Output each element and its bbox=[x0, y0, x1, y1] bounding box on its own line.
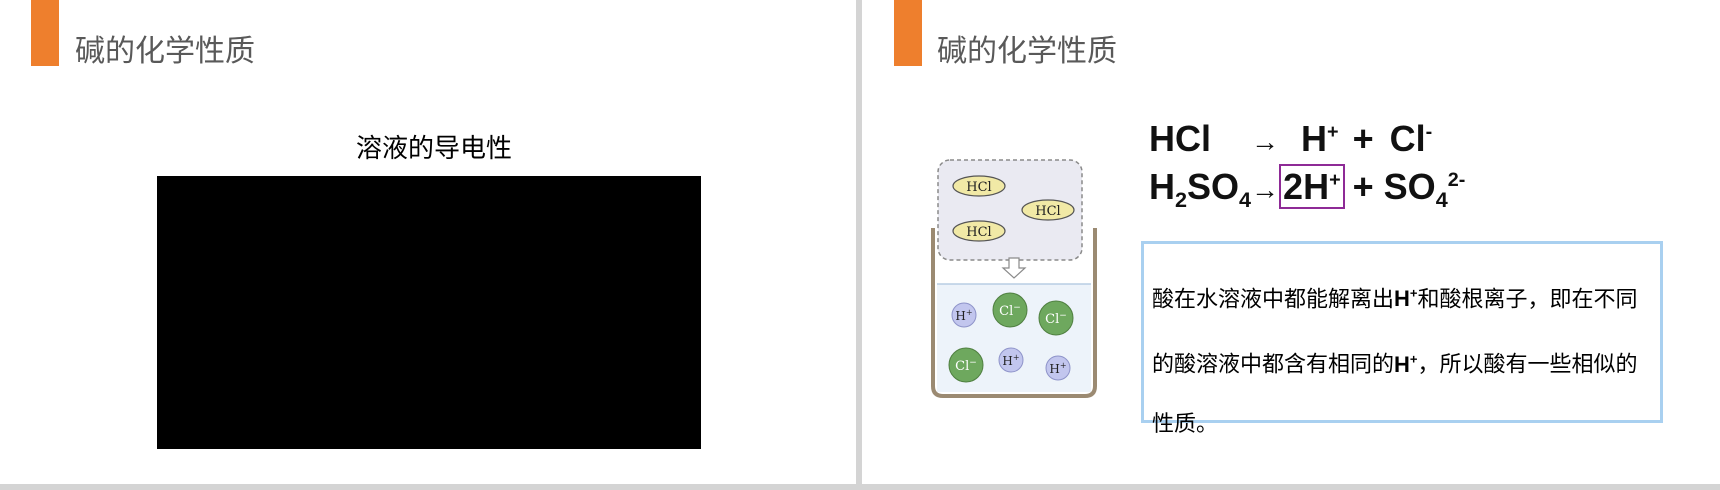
hcl-molecule: HCl bbox=[952, 220, 1006, 242]
hcl-molecule: HCl bbox=[1021, 199, 1075, 221]
svg-text:Cl−: Cl− bbox=[999, 303, 1021, 319]
chloride-ion: Cl− bbox=[948, 347, 984, 383]
arrow: → bbox=[1251, 126, 1279, 157]
ionization-equation-hcl: HCl → H+ + Cl- bbox=[1149, 118, 1432, 160]
svg-text:HCl: HCl bbox=[1035, 204, 1060, 219]
explanation-box: 酸在水溶液中都能解离出H+和酸根离子，即在不同的酸溶液中都含有相同的H+，所以酸… bbox=[1141, 241, 1663, 437]
reactant: HCl bbox=[1149, 118, 1211, 159]
left-slide: 碱的化学性质 溶液的导电性 bbox=[0, 0, 856, 484]
video-subtitle: 溶液的导电性 bbox=[356, 134, 513, 164]
arrow: → bbox=[1251, 174, 1280, 205]
svg-text:H+: H+ bbox=[955, 308, 972, 323]
svg-text:Cl−: Cl− bbox=[955, 358, 977, 374]
highlighted-hydrogen-ions: 2H+ bbox=[1279, 164, 1345, 209]
beaker-outline bbox=[931, 228, 1097, 398]
hydrogen-ion: H+ bbox=[1045, 355, 1071, 381]
slide-title: 碱的化学性质 bbox=[75, 34, 255, 69]
chloride-ion: Cl− bbox=[992, 292, 1028, 328]
svg-text:H+: H+ bbox=[1002, 353, 1019, 368]
svg-text:HCl: HCl bbox=[966, 180, 991, 195]
down-arrow-icon bbox=[1001, 257, 1027, 279]
title-accent-bar bbox=[894, 0, 922, 66]
title-accent-bar bbox=[31, 0, 59, 66]
hydrogen-ion: H+ bbox=[998, 347, 1024, 373]
plus-sign: + bbox=[1352, 118, 1374, 159]
hydrogen-ion: H+ bbox=[951, 302, 977, 328]
sulfate-ion: SO42- bbox=[1383, 166, 1466, 213]
plus-sign: + bbox=[1352, 166, 1374, 207]
chloride-ion: Cl- bbox=[1389, 118, 1433, 159]
video-player[interactable] bbox=[157, 176, 701, 449]
chloride-ion: Cl− bbox=[1038, 300, 1074, 336]
svg-text:Cl−: Cl− bbox=[1045, 311, 1067, 327]
slide-title: 碱的化学性质 bbox=[937, 34, 1117, 69]
hcl-molecule: HCl bbox=[952, 175, 1006, 197]
hydrogen-ion: H+ bbox=[1301, 118, 1339, 159]
reactant: H2SO4 bbox=[1149, 166, 1252, 213]
svg-text:HCl: HCl bbox=[966, 225, 991, 240]
svg-text:H+: H+ bbox=[1049, 361, 1066, 376]
hcl-dissociation-diagram: HCl HCl HCl H+ Cl− Cl− Cl− H+ H+ bbox=[931, 159, 1097, 398]
ionization-equation-h2so4: H2SO4→2H++SO42- bbox=[1149, 164, 1466, 213]
